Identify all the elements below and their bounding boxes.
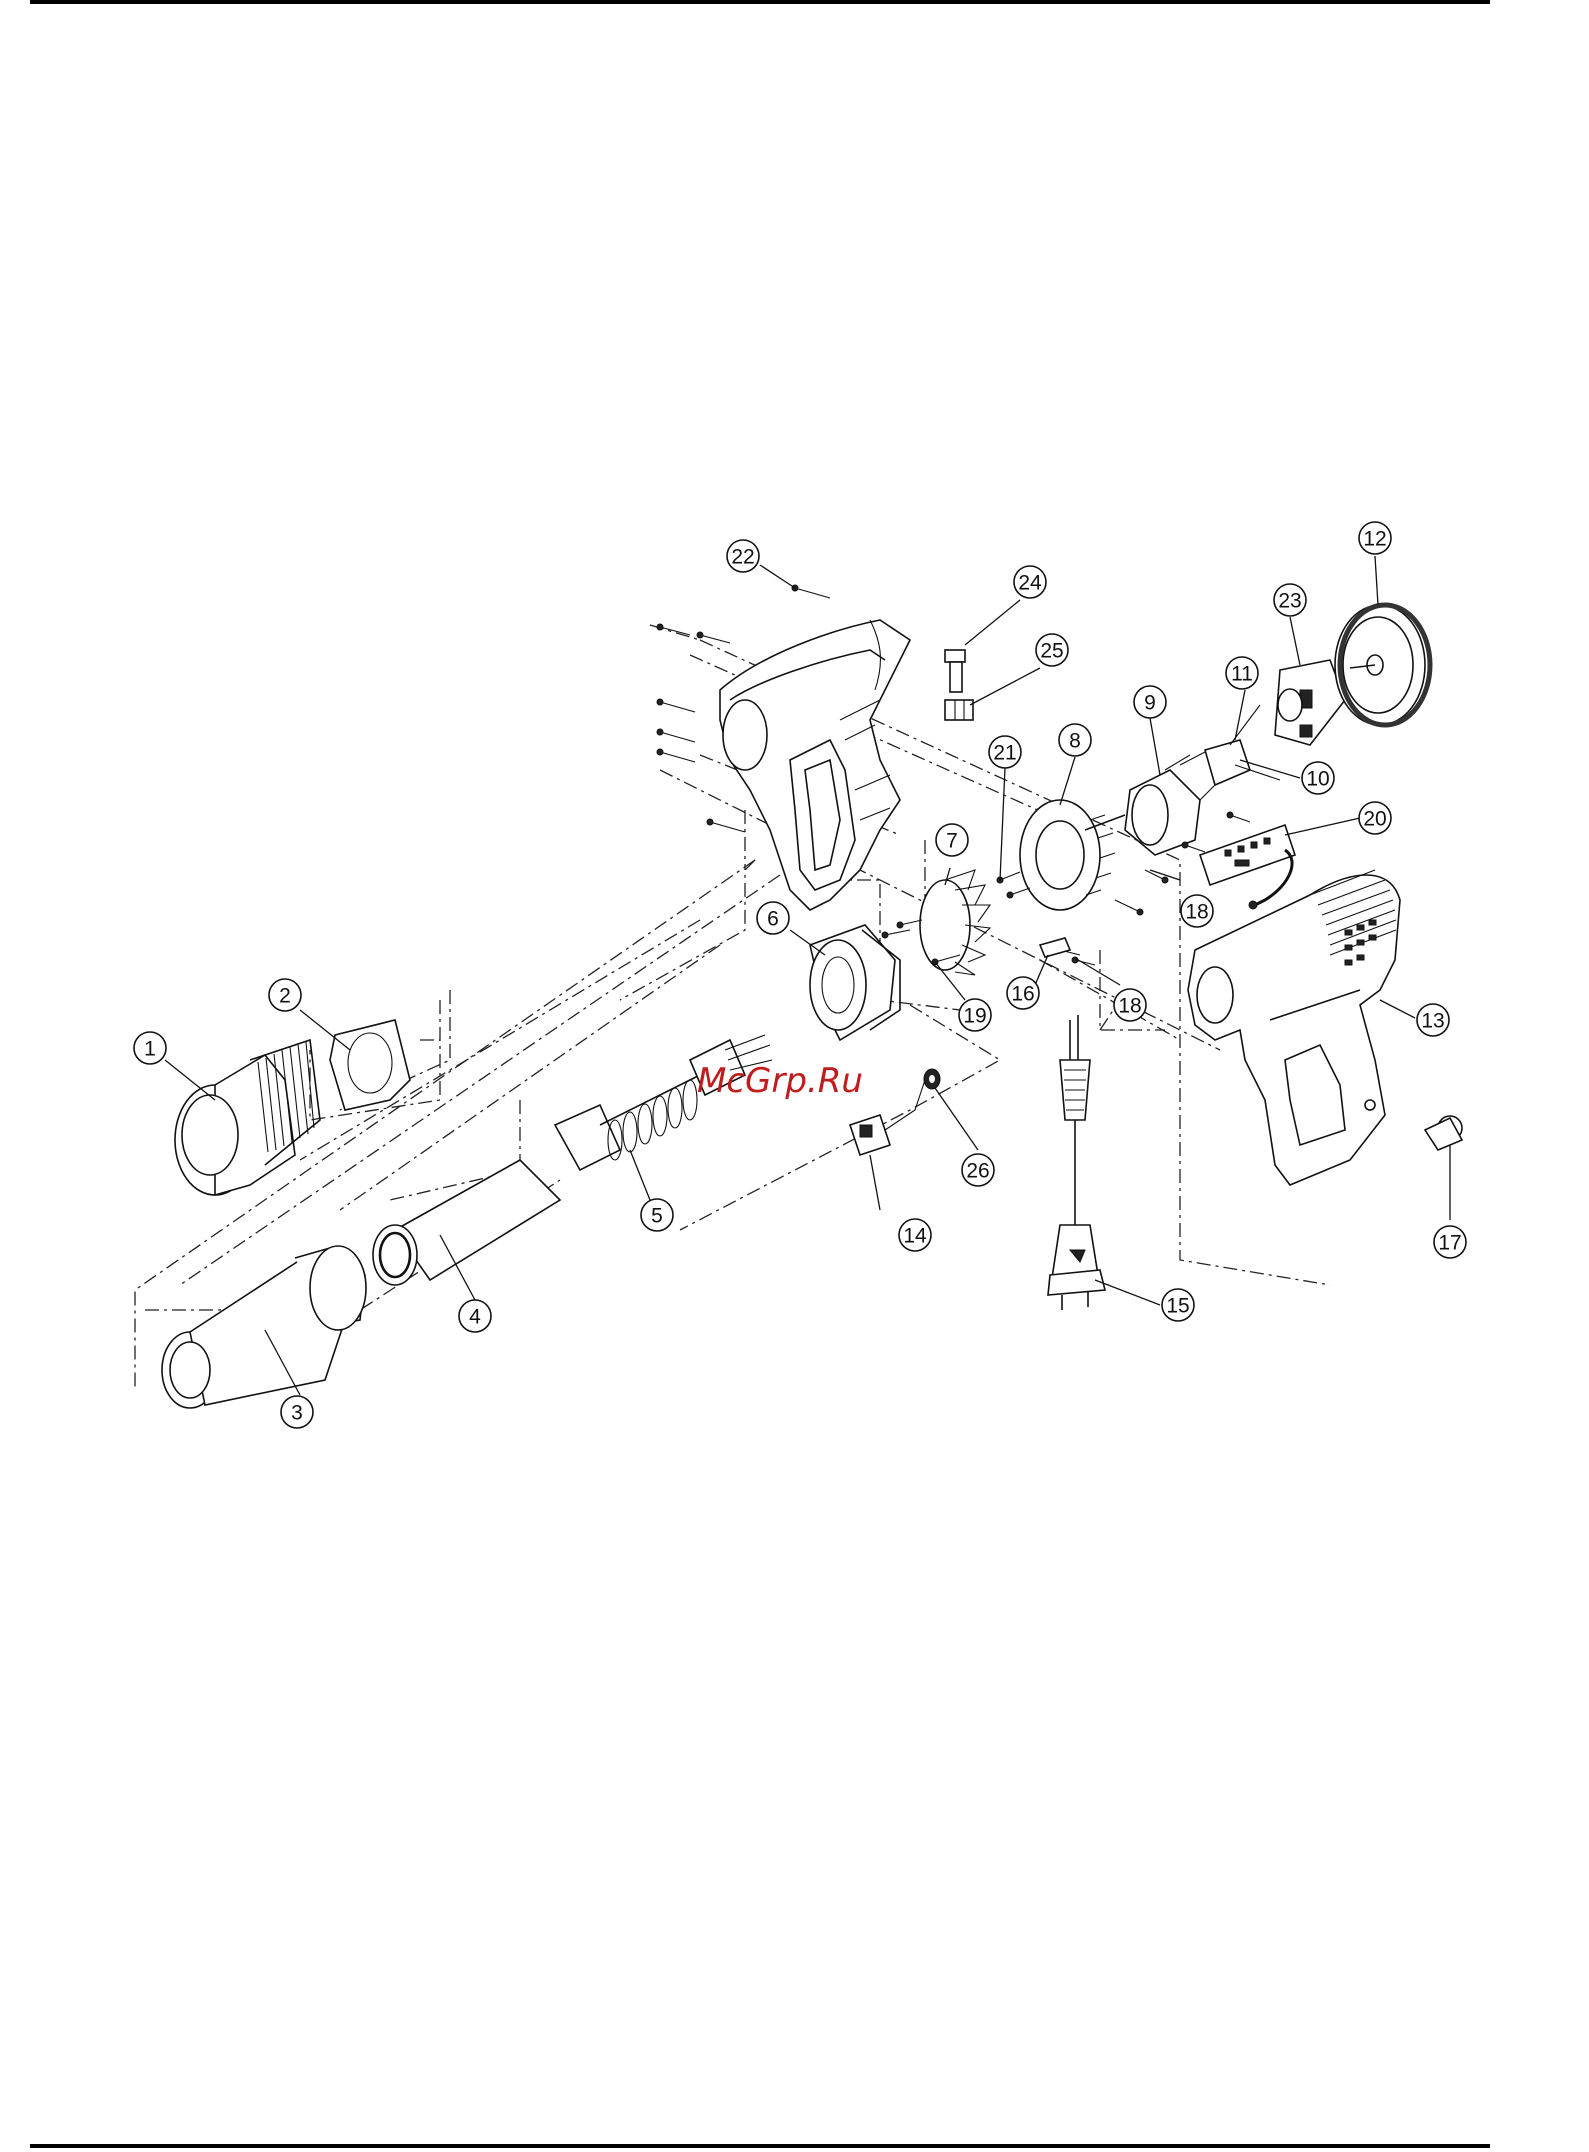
callout-26: 26 bbox=[962, 1154, 994, 1186]
part-4-mica-tube bbox=[373, 1160, 560, 1285]
svg-text:23: 23 bbox=[1278, 590, 1301, 613]
part-13-right-housing bbox=[1188, 870, 1400, 1185]
svg-text:11: 11 bbox=[1231, 663, 1253, 686]
part-23-control-unit bbox=[1275, 660, 1345, 745]
callout-8: 8 bbox=[1059, 724, 1091, 756]
part-3-outer-tube bbox=[162, 1246, 366, 1408]
part-6-fan-housing bbox=[810, 925, 900, 1040]
callout-13: 13 bbox=[1417, 1004, 1449, 1036]
part-1-nozzle-nut bbox=[175, 1040, 320, 1195]
callout-4: 4 bbox=[459, 1300, 491, 1332]
part-17-knob bbox=[1425, 1116, 1462, 1150]
part-5-heating-element bbox=[555, 1035, 772, 1170]
callout-3: 3 bbox=[281, 1396, 313, 1428]
svg-text:24: 24 bbox=[1018, 572, 1042, 595]
callout-18a: 18 bbox=[1181, 895, 1213, 927]
callout-16: 16 bbox=[1007, 977, 1039, 1009]
part-12-rear-cover bbox=[1335, 605, 1430, 725]
callout-6: 6 bbox=[757, 902, 789, 934]
part-8-motor-bracket bbox=[1020, 800, 1115, 910]
svg-text:20: 20 bbox=[1363, 808, 1386, 831]
callout-18b: 18 bbox=[1114, 989, 1146, 1021]
callout-7: 7 bbox=[936, 824, 968, 856]
svg-text:7: 7 bbox=[946, 830, 958, 853]
svg-text:26: 26 bbox=[966, 1160, 989, 1183]
svg-text:15: 15 bbox=[1166, 1295, 1189, 1318]
part-26-grommet bbox=[924, 1069, 940, 1089]
callout-25: 25 bbox=[1036, 634, 1068, 666]
part-15-power-cord bbox=[1048, 1015, 1105, 1310]
callout-24: 24 bbox=[1014, 566, 1046, 598]
svg-text:18: 18 bbox=[1118, 995, 1141, 1018]
callout-22: 22 bbox=[727, 540, 759, 572]
callout-14: 14 bbox=[899, 1219, 931, 1251]
svg-text:13: 13 bbox=[1421, 1010, 1444, 1033]
svg-text:16: 16 bbox=[1011, 983, 1034, 1006]
svg-text:25: 25 bbox=[1040, 640, 1063, 663]
part-2-gasket bbox=[330, 1020, 410, 1110]
part-10-11-switch-assembly bbox=[1200, 705, 1280, 800]
callout-11: 11 bbox=[1226, 657, 1258, 689]
part-24-25-terminal-blocks bbox=[945, 650, 973, 720]
part-16-clip bbox=[1040, 938, 1070, 957]
callout-17: 17 bbox=[1434, 1226, 1466, 1258]
callout-9: 9 bbox=[1134, 686, 1166, 718]
callout-12: 12 bbox=[1359, 522, 1391, 554]
svg-text:1: 1 bbox=[144, 1038, 156, 1061]
svg-text:18: 18 bbox=[1185, 901, 1208, 924]
svg-text:9: 9 bbox=[1144, 692, 1156, 715]
callout-15: 15 bbox=[1162, 1289, 1194, 1321]
callout-1: 1 bbox=[134, 1032, 166, 1064]
callout-2: 2 bbox=[269, 979, 301, 1011]
part-9-motor bbox=[1085, 752, 1205, 855]
part-20-pcb bbox=[1200, 825, 1295, 909]
callout-19: 19 bbox=[959, 999, 991, 1031]
callout-20: 20 bbox=[1359, 802, 1391, 834]
svg-text:17: 17 bbox=[1438, 1232, 1461, 1255]
svg-text:19: 19 bbox=[963, 1005, 986, 1028]
svg-text:21: 21 bbox=[993, 742, 1016, 765]
svg-text:2: 2 bbox=[279, 985, 291, 1008]
part-7-fan-impeller bbox=[920, 870, 990, 975]
svg-text:10: 10 bbox=[1306, 768, 1329, 791]
svg-text:8: 8 bbox=[1069, 730, 1081, 753]
callout-10: 10 bbox=[1302, 762, 1334, 794]
callout-21: 21 bbox=[989, 736, 1021, 768]
svg-text:6: 6 bbox=[767, 908, 779, 931]
svg-text:22: 22 bbox=[731, 546, 754, 569]
callout-5: 5 bbox=[641, 1199, 673, 1231]
watermark: McGrp.Ru bbox=[697, 1061, 863, 1101]
svg-text:5: 5 bbox=[651, 1205, 663, 1228]
svg-text:12: 12 bbox=[1363, 528, 1386, 551]
bottom-rule bbox=[30, 2144, 1490, 2148]
svg-text:14: 14 bbox=[903, 1225, 927, 1248]
top-rule bbox=[30, 0, 1490, 4]
svg-text:4: 4 bbox=[469, 1306, 481, 1329]
svg-text:3: 3 bbox=[291, 1402, 303, 1425]
callout-23: 23 bbox=[1274, 584, 1306, 616]
